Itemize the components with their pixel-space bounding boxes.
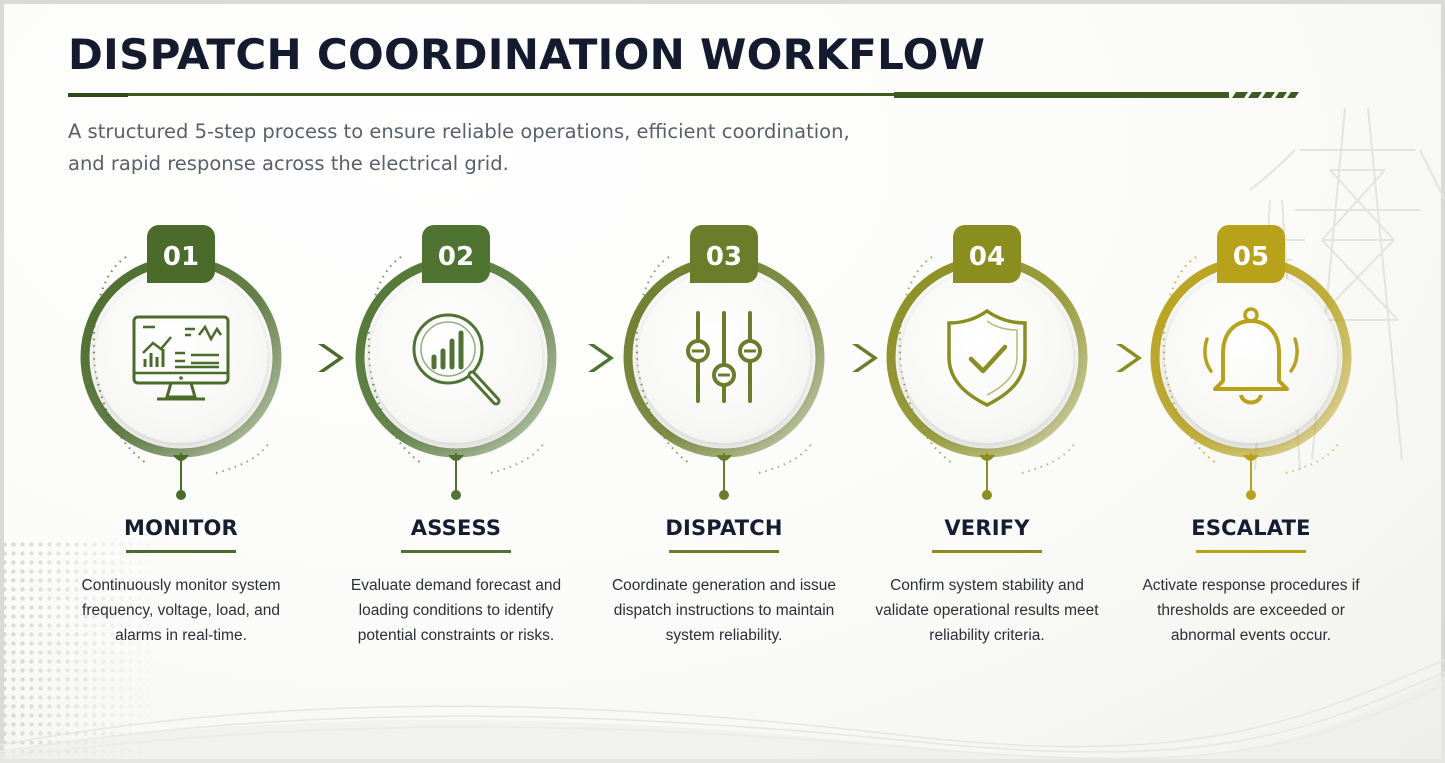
step-number: 04	[969, 242, 1005, 272]
connector-dot	[1246, 490, 1256, 500]
step-disc	[1165, 271, 1337, 443]
step-5: 05 ESCALATE Activate response procedures …	[1121, 0, 1381, 763]
alarm-bell-icon	[1203, 307, 1299, 405]
step-description: Activate response procedures if threshol…	[1142, 577, 1360, 644]
step-title-underline	[669, 550, 779, 553]
step-number: 01	[163, 242, 199, 272]
step-title: ESCALATE	[1191, 516, 1311, 540]
connector-dot	[451, 490, 461, 500]
step-number-badge: 04	[953, 225, 1021, 283]
monitor-dashboard-icon	[132, 315, 230, 401]
step-number: 02	[438, 242, 474, 272]
chevron-right-icon	[318, 344, 344, 372]
step-number: 05	[1233, 242, 1269, 272]
step-description: Continuously monitor system frequency, v…	[81, 577, 281, 644]
magnifier-chart-icon	[412, 313, 501, 406]
step-description: Confirm system stability and validate op…	[875, 577, 1099, 644]
step-graphic: 05	[1150, 225, 1352, 500]
step-title: ASSESS	[410, 516, 502, 540]
sliders-icon	[686, 311, 762, 403]
title-rule	[68, 92, 1299, 98]
connector-dot	[982, 490, 992, 500]
chevron-right-icon	[1116, 344, 1142, 372]
chevron-right-icon	[852, 344, 878, 372]
step-disc	[370, 271, 542, 443]
step-3: 03 DISPATCH Coordinate generation and iss…	[594, 0, 854, 763]
step-description: Coordinate generation and issue dispatch…	[611, 577, 837, 644]
step-2: 02 ASSESS Evaluate demand forecast and lo…	[326, 0, 586, 763]
step-graphic: 03	[623, 225, 825, 500]
step-graphic: 02	[355, 225, 557, 500]
step-graphic: 01	[80, 225, 282, 500]
step-number-badge: 02	[422, 225, 490, 283]
dotted-orbit	[92, 256, 270, 474]
step-disc	[95, 271, 267, 443]
step-disc	[901, 271, 1073, 443]
step-graphic: 04	[886, 225, 1088, 500]
step-title: MONITOR	[124, 516, 238, 540]
dotted-orbit	[898, 256, 1076, 474]
step-title-underline	[401, 550, 511, 553]
dotted-orbit	[635, 256, 813, 474]
step-number: 03	[706, 242, 742, 272]
step-4: 04 VERIFY Confirm system stability and va…	[857, 0, 1117, 763]
dotted-orbit	[1162, 256, 1340, 474]
step-description: Evaluate demand forecast and loading con…	[350, 577, 562, 644]
step-title-underline	[1196, 550, 1306, 553]
step-number-badge: 05	[1217, 225, 1285, 283]
shield-check-icon	[947, 308, 1027, 407]
connector-dot	[176, 490, 186, 500]
page-subtitle: A structured 5-step process to ensure re…	[68, 120, 850, 175]
step-title: VERIFY	[944, 516, 1030, 540]
step-title: DISPATCH	[665, 516, 783, 540]
chevron-right-icon	[588, 344, 614, 372]
step-title-underline	[932, 550, 1042, 553]
step-title-underline	[126, 550, 236, 553]
connector-dot	[719, 490, 729, 500]
step-number-badge: 03	[690, 225, 758, 283]
step-number-badge: 01	[147, 225, 215, 283]
step-1: 01 MONITOR Continuously monitor system fr…	[51, 0, 311, 763]
dotted-orbit	[367, 256, 545, 474]
page-title: DISPATCH COORDINATION WORKFLOW	[68, 30, 986, 79]
